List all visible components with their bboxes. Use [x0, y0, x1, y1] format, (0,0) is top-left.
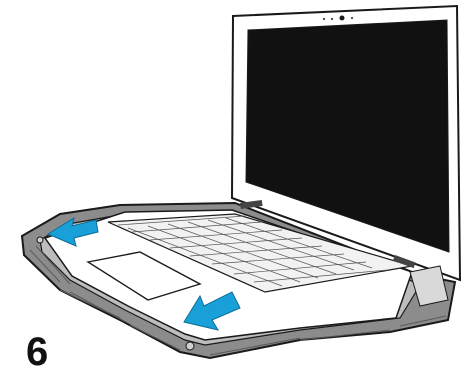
step-number: 6 — [26, 332, 48, 372]
laptop-screen — [246, 20, 449, 252]
webcam-icon — [340, 16, 345, 21]
